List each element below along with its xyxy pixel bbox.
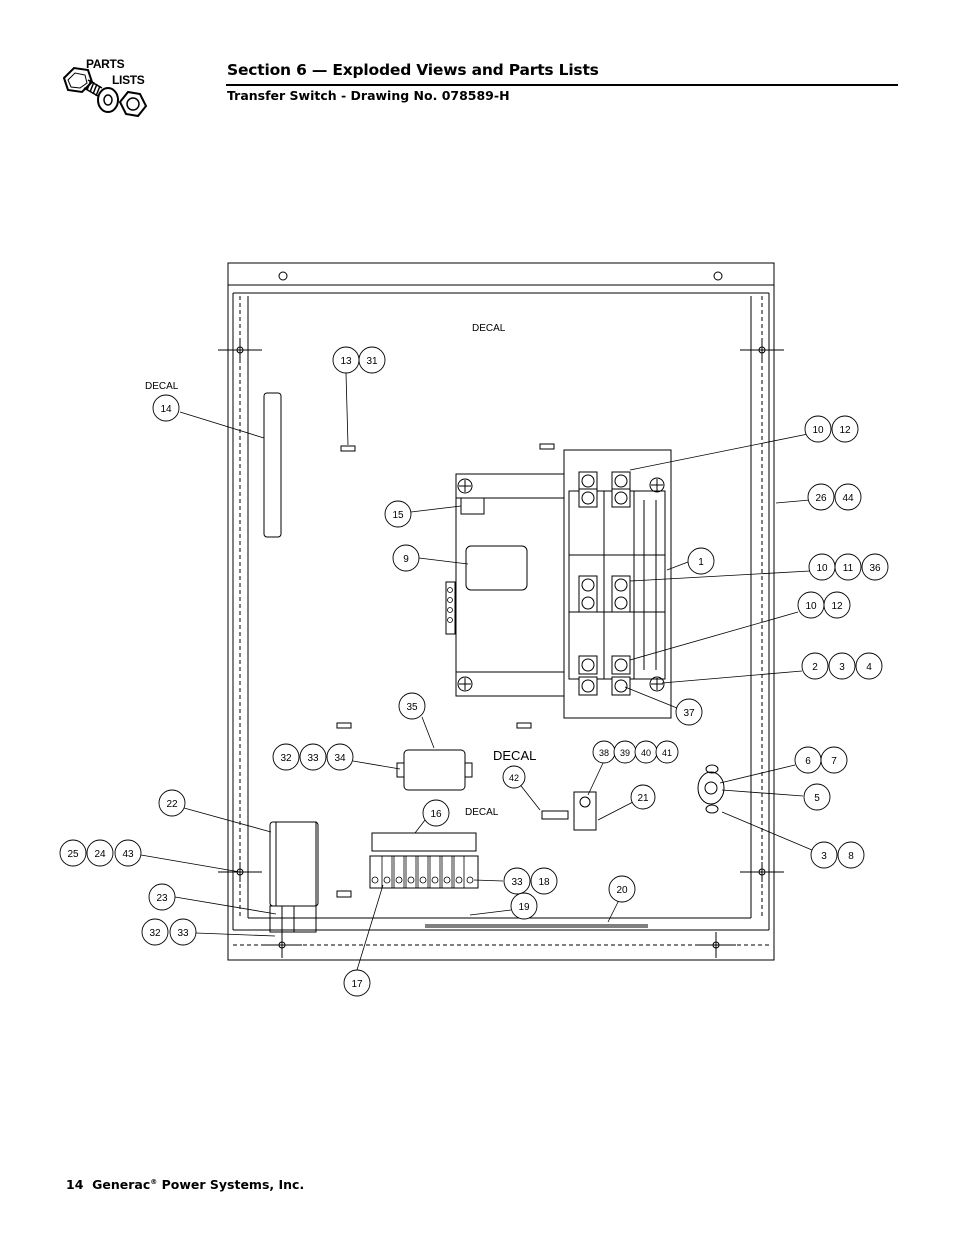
callout-number: 34 [334,753,346,764]
callout-number: 25 [67,849,79,860]
company-name-rest: Power Systems, Inc. [157,1177,305,1192]
title-rule [226,84,898,86]
callout-number: 22 [166,799,178,810]
callout-number: 26 [815,493,827,504]
callout-number: 21 [637,793,649,804]
callout-number: 7 [831,756,837,767]
callout-number: 2 [812,662,818,673]
callout-number: 42 [509,773,519,783]
callout-number: 32 [149,928,161,939]
enclosure-outline [227,262,775,961]
callout-number: 8 [848,851,854,862]
callout-number: 20 [616,885,628,896]
callout-number: 12 [839,425,851,436]
callout-number: 17 [351,979,363,990]
callout-number: 5 [814,793,820,804]
parts-lists-logo: PARTS LISTS [58,52,158,134]
callout-number: 13 [340,356,352,367]
callout-number: 41 [662,748,672,758]
callout-number: 35 [406,702,418,713]
bolt-nut-washer-icon [62,66,148,118]
callout-number: 31 [366,356,378,367]
callout-number: 11 [843,563,854,574]
callout-number: 44 [842,493,854,504]
callout-number: 1 [698,557,704,568]
callout-number: 14 [160,404,172,415]
callout-number: 33 [511,877,523,888]
drawing-subtitle: Transfer Switch - Drawing No. 078589-H [227,88,510,103]
callout-number: 4 [866,662,872,673]
decal-label: DECAL [493,748,536,763]
callout-number: 10 [816,563,828,574]
section-title: Section 6 — Exploded Views and Parts Lis… [227,61,599,79]
page-number: 14 [66,1177,84,1192]
callout-number: 43 [122,849,134,860]
decal-label: DECAL [145,381,179,392]
callout-number: 38 [599,748,609,758]
callout-number: 36 [869,563,881,574]
callout-number: 39 [620,748,630,758]
callout-number: 18 [538,877,550,888]
decal-label: DECAL [465,807,499,818]
registered-mark: ® [150,1177,158,1186]
callout-number: 32 [280,753,292,764]
company-brand: Generac [92,1177,151,1192]
callout-number: 12 [831,601,843,612]
callout-number: 37 [683,708,695,719]
callout-number: 10 [812,425,824,436]
logo-word-parts: PARTS [86,57,125,71]
callout-number: 40 [641,748,651,758]
callout-number: 23 [156,893,168,904]
callout-number: 33 [307,753,319,764]
decal-label: DECAL [472,323,506,334]
callout-number: 3 [839,662,845,673]
logo-word-lists: LISTS [112,73,145,87]
callout-number: 19 [518,902,530,913]
callout-number: 24 [94,849,106,860]
callout-number: 16 [430,809,442,820]
callout-number: 10 [805,601,817,612]
callout-number: 33 [177,928,189,939]
callout-number: 15 [392,510,404,521]
callout-number: 3 [821,851,827,862]
callout-number: 6 [805,756,811,767]
callout-number: 9 [403,554,409,565]
page-footer: 14 Generac® Power Systems, Inc. [66,1177,304,1192]
